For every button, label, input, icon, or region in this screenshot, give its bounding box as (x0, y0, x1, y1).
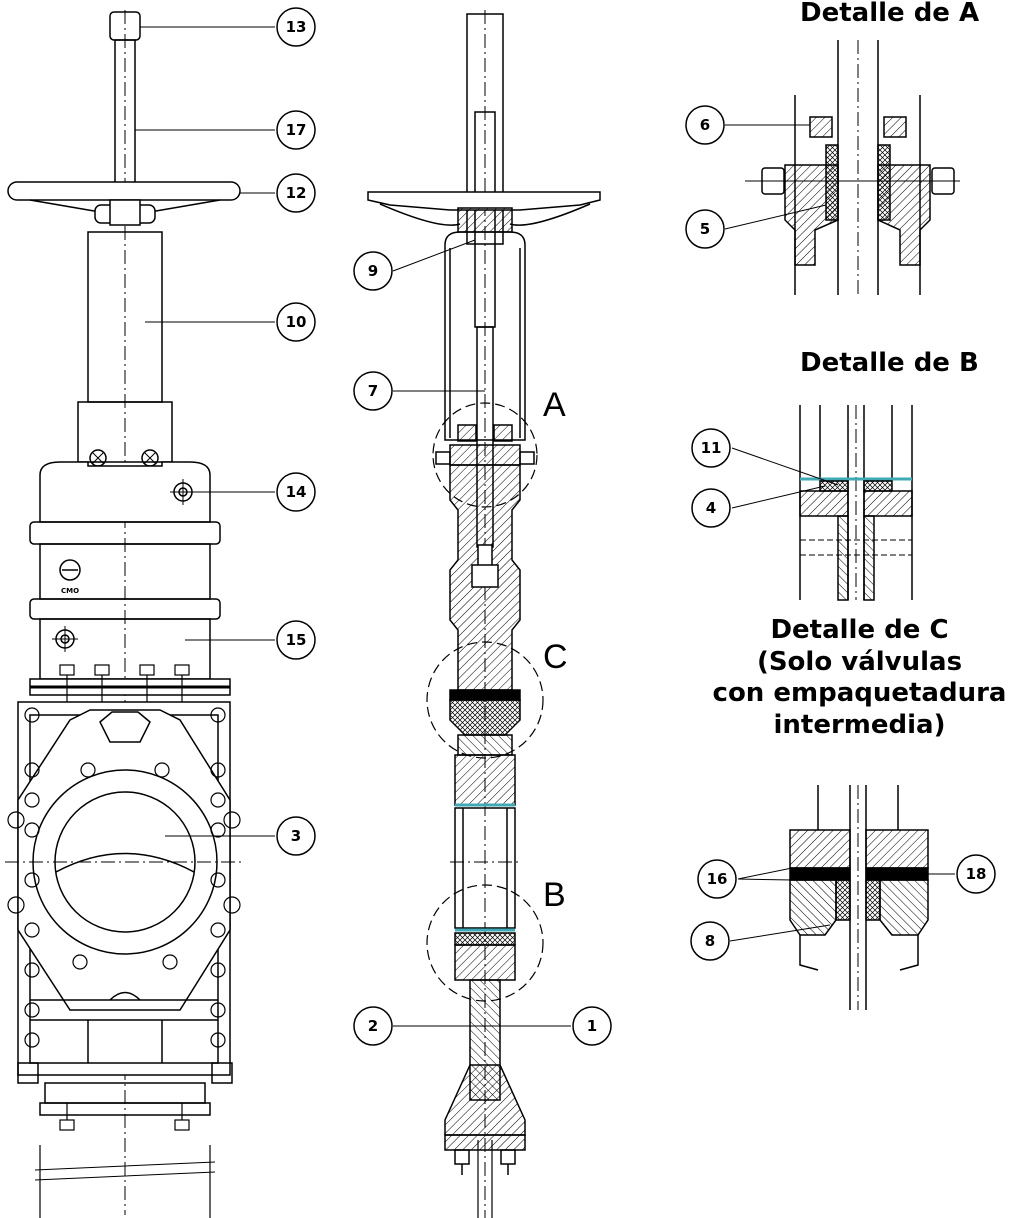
section-letter-a: A (543, 386, 566, 424)
callout-14: 14 (276, 472, 316, 512)
callout-12: 12 (276, 173, 316, 213)
detail-a-drawing (745, 40, 960, 295)
callout-9-label: 9 (368, 262, 378, 280)
section-letter-c: C (543, 638, 568, 676)
callout-4-label: 4 (706, 499, 716, 517)
callout-18: 18 (956, 854, 996, 894)
callout-8: 8 (690, 921, 730, 961)
callout-6-label: 6 (700, 116, 710, 134)
callout-leaders (135, 26, 955, 1027)
callout-1-label: 1 (587, 1017, 597, 1035)
callout-14-label: 14 (286, 483, 307, 501)
detail-b-title: Detalle de B (800, 348, 979, 378)
detail-b-drawing (799, 405, 913, 601)
callout-13-label: 13 (286, 18, 307, 36)
callout-13: 13 (276, 7, 316, 47)
callout-5: 5 (685, 209, 725, 249)
callout-15-label: 15 (286, 631, 307, 649)
callout-18-label: 18 (966, 865, 987, 883)
detail-c-drawing (789, 785, 929, 1010)
callout-3-label: 3 (291, 827, 301, 845)
callout-2: 2 (353, 1006, 393, 1046)
detail-c-title-line-2: (Solo válvulas (756, 646, 963, 677)
callout-7-label: 7 (368, 382, 378, 400)
section-letter-b: B (543, 876, 566, 914)
callout-11-label: 11 (701, 439, 722, 457)
callout-17: 17 (276, 110, 316, 150)
callout-11: 11 (691, 428, 731, 468)
callout-8-label: 8 (705, 932, 715, 950)
callout-6: 6 (685, 105, 725, 145)
callout-5-label: 5 (700, 220, 710, 238)
callout-1: 1 (572, 1006, 612, 1046)
callout-7: 7 (353, 371, 393, 411)
callout-4: 4 (691, 488, 731, 528)
callout-2-label: 2 (368, 1017, 378, 1035)
callout-16-label: 16 (707, 870, 728, 888)
detail-c-title-line-1: Detalle de C (770, 615, 949, 645)
callout-9: 9 (353, 251, 393, 291)
callout-15: 15 (276, 620, 316, 660)
front-view (5, 10, 245, 1218)
callout-3: 3 (276, 816, 316, 856)
detail-c-title-line-3: con empaquetadura (712, 678, 1007, 709)
brand-mark-text: CMO (61, 587, 79, 595)
callout-16: 16 (697, 859, 737, 899)
section-view (367, 10, 601, 1218)
callout-10: 10 (276, 302, 316, 342)
detail-a-title: Detalle de A (800, 0, 980, 28)
callout-10-label: 10 (286, 313, 307, 331)
detail-c-title-line-4: intermedia) (773, 710, 946, 741)
callout-17-label: 17 (286, 121, 307, 139)
detail-c-title: Detalle de C (Solo válvulas con empaquet… (710, 615, 1009, 742)
callout-12-label: 12 (286, 184, 307, 202)
